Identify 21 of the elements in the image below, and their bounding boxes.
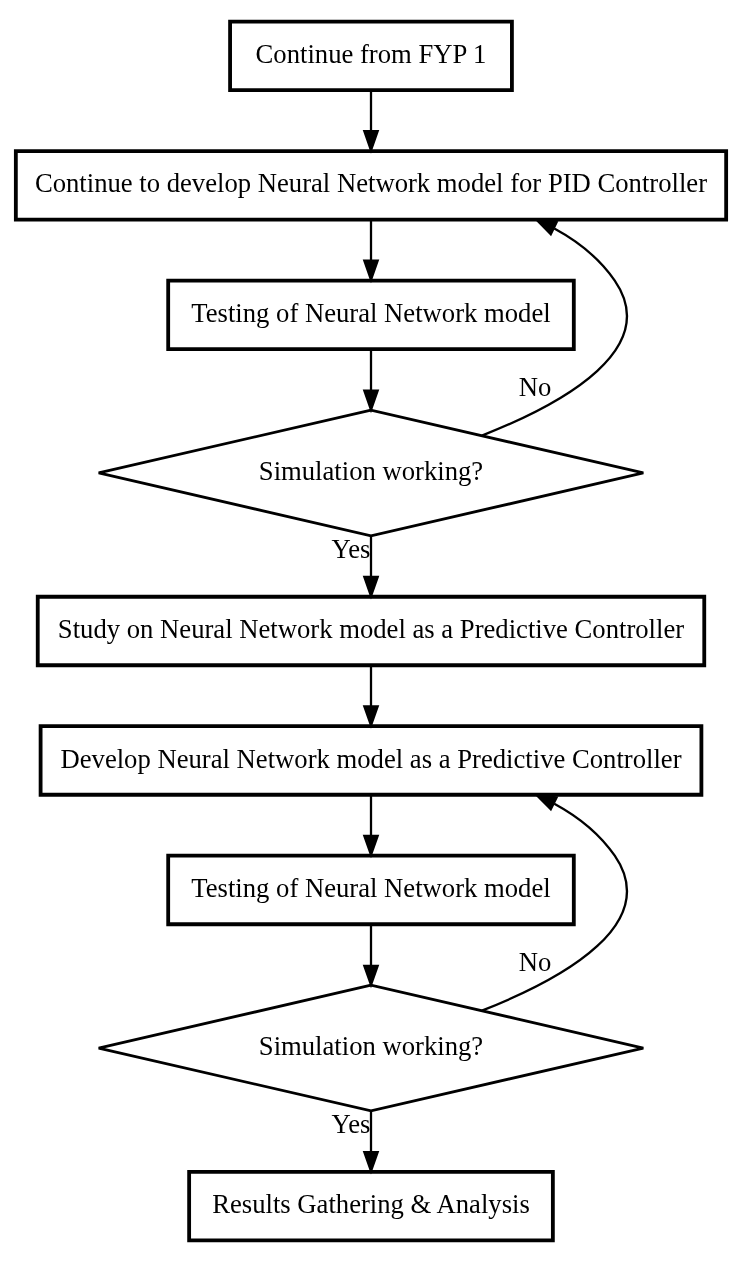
arrow — [362, 349, 380, 414]
node-box: Testing of Neural Network model — [166, 853, 576, 927]
arrow — [481, 793, 628, 1012]
arrow — [481, 218, 628, 437]
node-box: Continue to develop Neural Network model for PID Controller — [13, 149, 729, 222]
arrow — [362, 1110, 380, 1175]
edge-label: No — [518, 371, 552, 402]
node-diamond: Simulation working? — [97, 408, 645, 538]
node-box: Continue from FYP 1 — [228, 19, 514, 93]
edge-label: No — [518, 947, 552, 978]
arrow — [362, 924, 380, 989]
arrow — [362, 795, 380, 859]
node-diamond: Simulation working? — [97, 983, 645, 1113]
node-box: Study on Neural Network model as a Predictive Controller — [35, 594, 707, 668]
arrow — [362, 665, 380, 729]
node-box: Results Gathering & Analysis — [187, 1169, 555, 1243]
arrow — [362, 90, 380, 154]
node-box: Develop Neural Network model as a Predictive Controller — [38, 724, 704, 797]
node-box: Testing of Neural Network model — [166, 278, 576, 352]
arrow — [362, 220, 380, 284]
arrow — [362, 535, 380, 600]
